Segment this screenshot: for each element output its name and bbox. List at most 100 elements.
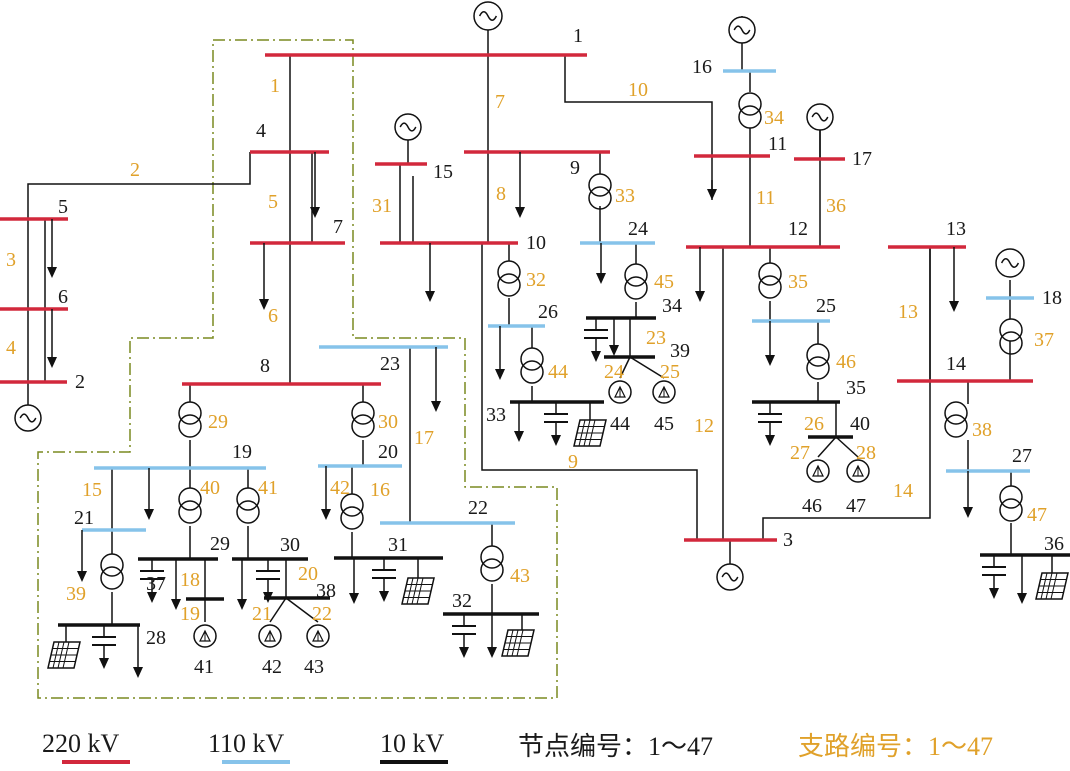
node-label-34: 34 <box>662 295 682 317</box>
transformer-coil-b <box>624 276 648 300</box>
transformer-coil-b <box>340 506 364 530</box>
generator-wave <box>399 122 417 132</box>
node-label-18: 18 <box>1042 287 1062 309</box>
capacitor-icon-1 <box>758 402 782 423</box>
branch-label-23: 23 <box>646 327 666 349</box>
branch-label-39: 39 <box>66 583 86 605</box>
node-label-10: 10 <box>526 232 546 254</box>
line-60 <box>817 436 837 458</box>
node-label-42: 42 <box>262 656 282 678</box>
node-label-21: 21 <box>74 507 94 529</box>
node-label-46: 46 <box>802 495 822 517</box>
node-label-16: 16 <box>692 56 712 78</box>
load-head <box>47 267 57 278</box>
transformer-icon-33 <box>588 173 612 210</box>
node-label-6: 6 <box>58 286 68 308</box>
node-label-13: 13 <box>946 218 966 240</box>
load-arrow-icon-6 <box>515 152 525 218</box>
branch-label-16: 16 <box>370 479 390 501</box>
load-head <box>596 273 606 284</box>
transformer-icon-42 <box>340 493 364 530</box>
branch-label-17: 17 <box>414 427 434 449</box>
load-arrow-icon-18 <box>133 625 143 678</box>
node-label-41: 41 <box>194 656 214 678</box>
load-head <box>310 207 320 218</box>
transformer-coil-a <box>520 347 544 371</box>
branch-label-27: 27 <box>790 442 810 464</box>
wind-turbine-icon-41 <box>193 624 217 648</box>
capacitor-icon-2 <box>544 402 568 423</box>
branch-label-22: 22 <box>312 603 332 625</box>
load-arrow-icon-11 <box>949 247 959 312</box>
transformer-coil-a <box>738 92 762 116</box>
transformer-coil-a <box>944 401 968 425</box>
load-head <box>707 189 717 200</box>
generator-icon-16 <box>728 16 756 44</box>
load-head <box>963 507 973 518</box>
load-arrow-icon-3 <box>47 309 57 368</box>
load-arrow-icon-4 <box>259 243 269 310</box>
branch-label-26: 26 <box>804 413 824 435</box>
capacitor-load-arrow <box>147 579 157 603</box>
branch-label-5: 5 <box>268 191 278 213</box>
transformer-coil-b <box>738 105 762 129</box>
load-head <box>147 592 157 603</box>
node-label-30: 30 <box>280 534 300 556</box>
node-label-24: 24 <box>628 218 648 240</box>
branch-label-21: 21 <box>252 603 272 625</box>
node-label-23: 23 <box>380 353 400 375</box>
load-head <box>144 509 154 520</box>
branch-label-44: 44 <box>548 361 568 383</box>
node-label-14: 14 <box>946 353 966 375</box>
node-label-5: 5 <box>58 196 68 218</box>
branch-label-36: 36 <box>826 195 846 217</box>
transformer-icon-41 <box>236 487 260 524</box>
branch-label-35: 35 <box>788 271 808 293</box>
branch-label-38: 38 <box>972 419 992 441</box>
wind-turbine-icon-46 <box>806 459 830 483</box>
branch-label-41: 41 <box>258 477 278 499</box>
transformer-coil-b <box>944 414 968 438</box>
node-label-45: 45 <box>654 413 674 435</box>
transformer-coil-b <box>806 356 830 380</box>
load-head <box>133 667 143 678</box>
connection-lines <box>27 16 1053 642</box>
node-label-15: 15 <box>433 161 453 183</box>
transformer-coil-b <box>758 275 782 299</box>
wind-turbine-icon-42 <box>258 624 282 648</box>
load-arrow-icon-14 <box>963 471 973 518</box>
legend-220kv: 220 kV <box>42 729 120 758</box>
pv-grid-v <box>416 577 424 605</box>
branch-label-46: 46 <box>836 351 856 373</box>
branch-label-42: 42 <box>330 477 350 499</box>
transformer-icon-29 <box>178 401 202 438</box>
pv-panel-icon-4 <box>47 641 81 669</box>
load-arrow-icon-15 <box>144 468 154 520</box>
load-head <box>765 435 775 446</box>
branch-label-8: 8 <box>496 183 506 205</box>
capacitor-icon-7 <box>92 625 116 646</box>
load-head <box>765 355 775 366</box>
transformer-coil-b <box>520 360 544 384</box>
capacitor-load-arrow <box>989 575 999 599</box>
node-label-47: 47 <box>846 495 866 517</box>
transformer-coil-a <box>497 260 521 284</box>
transformer-icon-44 <box>520 347 544 384</box>
generator-icon-18 <box>995 248 1025 278</box>
node-label-44: 44 <box>610 413 630 435</box>
transformer-icon-32 <box>497 260 521 297</box>
transformer-icon-30 <box>351 401 375 438</box>
node-label-19: 19 <box>232 441 252 463</box>
node-label-36: 36 <box>1044 533 1064 555</box>
wind-turbine-icon-45 <box>652 380 676 404</box>
transformer-icon-45 <box>624 263 648 300</box>
wind-turbine-icon-47 <box>846 459 870 483</box>
node-label-43: 43 <box>304 656 324 678</box>
transformer-coil-b <box>497 273 521 297</box>
generator-wave <box>478 11 498 21</box>
node-label-8: 8 <box>260 355 270 377</box>
transformer-coil-a <box>178 401 202 425</box>
branch-label-3: 3 <box>6 249 16 271</box>
load-arrow-icon-9 <box>596 243 606 284</box>
